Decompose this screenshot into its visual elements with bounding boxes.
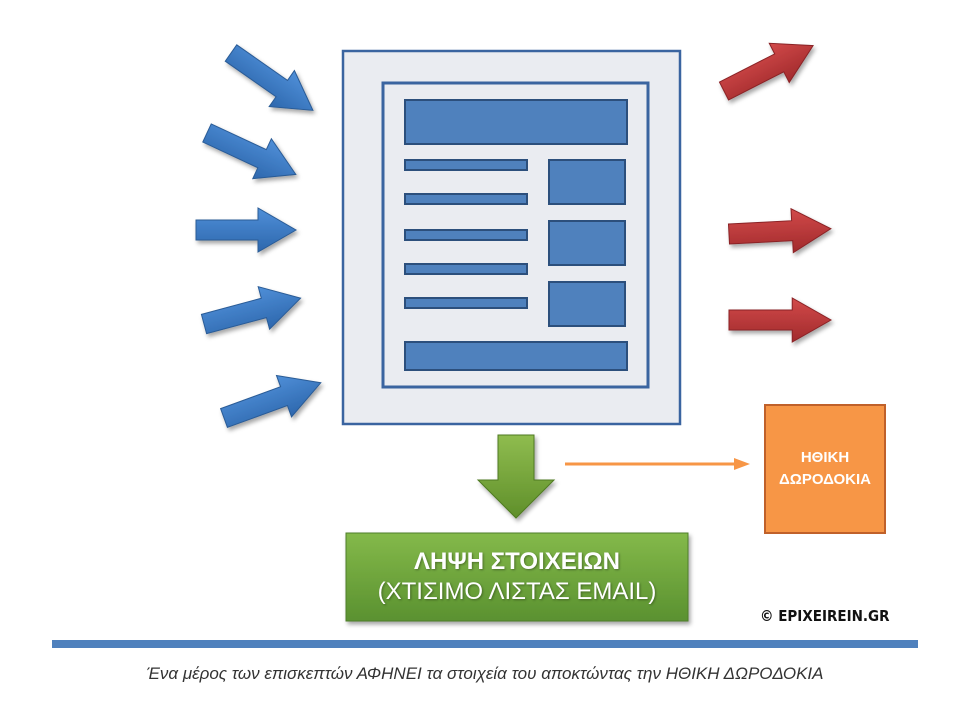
green-box-line2: (ΧΤΙΣΙΜΟ ΛΙΣΤΑΣ EMAIL) bbox=[377, 578, 657, 605]
green-box-line1: ΛΗΨΗ ΣΤΟΙΧΕΙΩΝ bbox=[414, 548, 620, 575]
divider-line bbox=[52, 640, 918, 648]
red-arrow-3 bbox=[728, 297, 832, 343]
blue-arrow-4 bbox=[197, 276, 307, 346]
outgoing-arrows bbox=[713, 25, 833, 343]
orange-bribe-box bbox=[764, 404, 886, 534]
caption-text: Ένα μέρος των επισκεπτών ΑΦΗΝΕΙ τα στοιχ… bbox=[146, 664, 824, 683]
green-down-arrow bbox=[476, 434, 556, 519]
blue-arrow-1 bbox=[217, 34, 327, 129]
green-box-label: ΛΗΨΗ ΣΤΟΙΧΕΙΩΝ (ΧΤΙΣΙΜΟ ΛΙΣΤΑΣ EMAIL) bbox=[346, 533, 688, 621]
orange-box-label: ΗΘΙΚΗ ΔΩΡΟΔΟΚΙΑ bbox=[764, 404, 886, 534]
incoming-arrows bbox=[195, 34, 329, 440]
blue-arrow-3 bbox=[195, 207, 297, 253]
copyright-text: © EPIXEIREIN.GR bbox=[760, 607, 890, 625]
blue-arrow-2 bbox=[197, 112, 306, 195]
web-page-icon bbox=[341, 49, 682, 426]
blue-arrow-5 bbox=[215, 361, 329, 440]
orange-box-line1: ΗΘΙΚΗ bbox=[800, 449, 850, 467]
red-arrow-2 bbox=[727, 206, 833, 257]
green-result-box bbox=[345, 532, 689, 622]
orange-connector-arrow bbox=[565, 458, 750, 470]
red-arrow-1 bbox=[713, 25, 824, 112]
orange-box-line2: ΔΩΡΟΔΟΚΙΑ bbox=[779, 471, 871, 488]
